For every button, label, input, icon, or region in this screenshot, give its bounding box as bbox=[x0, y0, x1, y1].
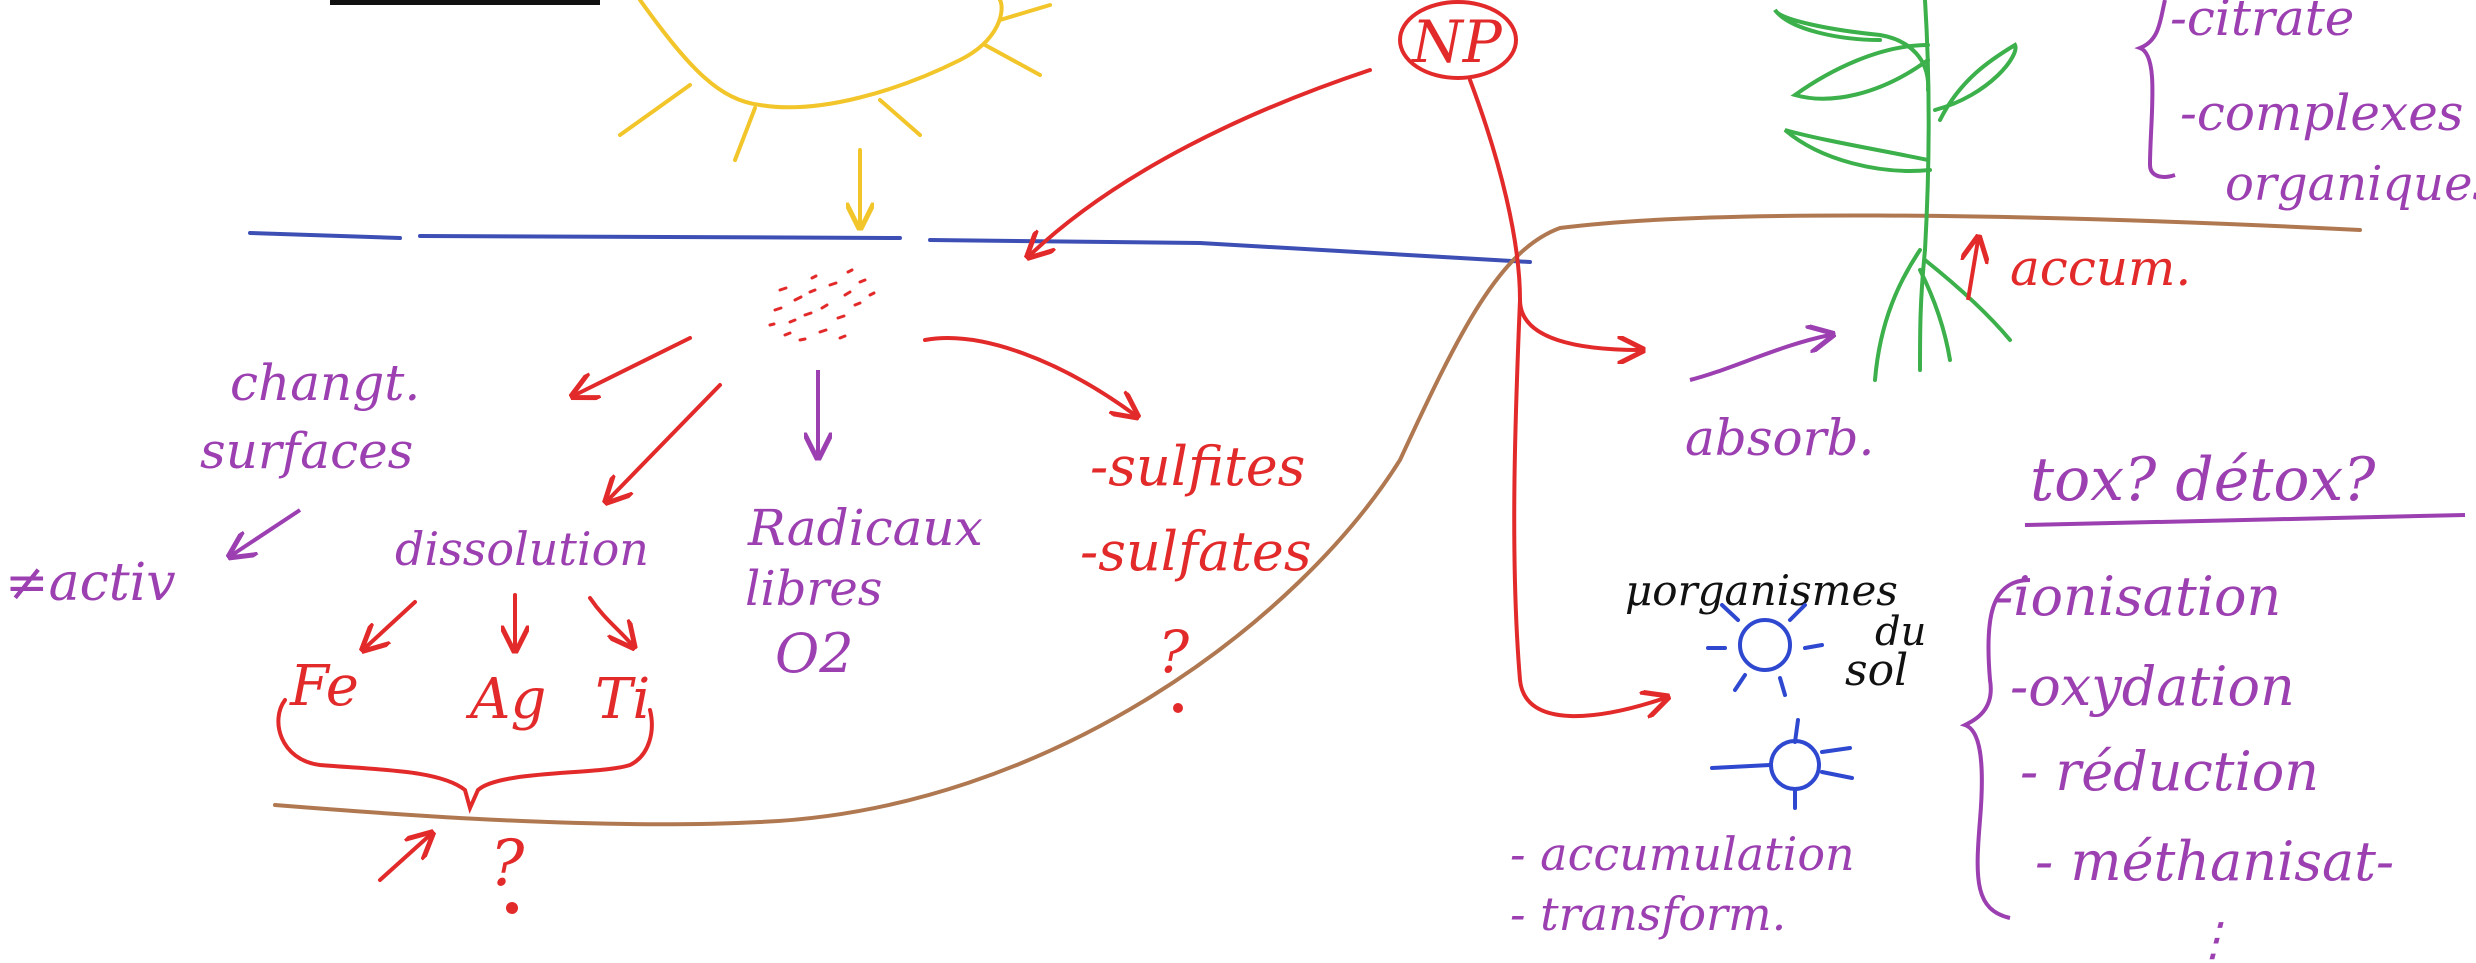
accum-arrow bbox=[1968, 240, 1978, 301]
arrow-fe bbox=[365, 600, 417, 648]
libres-label: libres bbox=[745, 561, 882, 617]
transform-label: - transform. bbox=[1510, 887, 1786, 941]
accum-label: accum. bbox=[2010, 239, 2191, 297]
accumulation-label: - accumulation bbox=[1510, 827, 1855, 881]
ag-label: Ag bbox=[465, 667, 546, 732]
metals-brace bbox=[276, 698, 654, 814]
np-to-soil-arrow bbox=[1468, 78, 1640, 350]
arrow-to-brace bbox=[378, 835, 430, 882]
sulfites-label: -sulfites bbox=[1090, 435, 1305, 498]
micro-label: μorganismes bbox=[1625, 566, 1898, 615]
np-to-organisms-arrow bbox=[1512, 298, 1665, 716]
np-label: NP bbox=[1410, 8, 1503, 76]
ti-label: Ti bbox=[595, 667, 650, 732]
microorganism-icon bbox=[1706, 603, 1824, 697]
top-right-brace bbox=[2134, 0, 2176, 179]
surfaces-label: surfaces bbox=[200, 422, 413, 480]
arrow-to-sulfites bbox=[923, 336, 1135, 415]
citrate-label: -citrate bbox=[2170, 0, 2354, 47]
du-label: du bbox=[1875, 609, 1926, 655]
soil-line bbox=[273, 213, 2362, 827]
reduction-label: - réduction bbox=[2020, 740, 2319, 803]
bottom-question-dot bbox=[506, 902, 518, 914]
nanoparticle-cluster bbox=[768, 268, 876, 342]
activ-label: ≠activ bbox=[5, 553, 176, 613]
arrow-to-dissolution bbox=[608, 383, 722, 500]
oxydation-label: -oxydation bbox=[2010, 655, 2295, 718]
sol-label: sol bbox=[1845, 645, 1908, 696]
methanisat-label: - méthanisat- bbox=[2035, 830, 2394, 893]
fe-label: Fe bbox=[289, 654, 359, 719]
sulfate-question-label: ? bbox=[1158, 618, 1190, 686]
arrow-ti bbox=[588, 596, 632, 645]
np-circle bbox=[1398, 0, 1518, 80]
arrow-to-activ bbox=[232, 508, 302, 555]
o2-label: O2 bbox=[775, 622, 854, 685]
absorb-label: absorb. bbox=[1685, 409, 1874, 467]
absorb-arrow bbox=[1689, 335, 1830, 382]
microorganism-icon-2 bbox=[1710, 718, 1854, 810]
changt-label: changt. bbox=[230, 354, 420, 412]
sulfate-question-dot bbox=[1173, 703, 1183, 713]
tox-detox-label: tox? détox? bbox=[2030, 445, 2376, 515]
arrow-to-surfaces bbox=[575, 336, 692, 395]
organiques-label: organiques bbox=[2225, 156, 2476, 212]
bottom-question-label: ? bbox=[490, 827, 525, 901]
continuation-dots: ⋮ bbox=[2190, 912, 2236, 963]
complexes-label: -complexes bbox=[2180, 84, 2463, 142]
radicaux-label: Radicaux bbox=[747, 499, 983, 557]
ionisation-label: -ionisation bbox=[1995, 565, 2281, 628]
dissolution-label: dissolution bbox=[395, 522, 649, 576]
sulfates-label: -sulfates bbox=[1080, 520, 1312, 583]
plant-icon bbox=[1773, 0, 2018, 382]
water-surface-line bbox=[248, 231, 1532, 264]
np-to-water-arrow bbox=[1030, 68, 1372, 255]
sun-icon bbox=[618, 0, 1052, 225]
mechanisms-brace bbox=[1959, 578, 2031, 920]
tox-detox-underline bbox=[2024, 513, 2466, 527]
